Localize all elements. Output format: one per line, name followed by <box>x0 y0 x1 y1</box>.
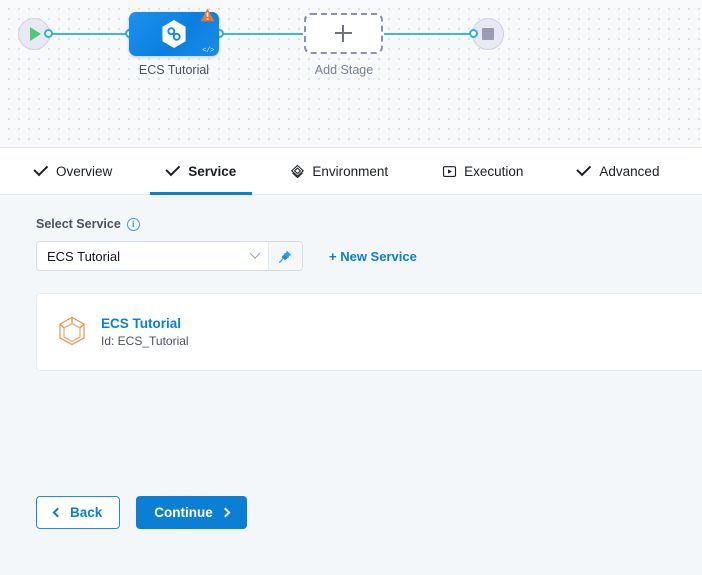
check-icon <box>165 161 181 179</box>
add-stage-label: Add Stage <box>314 63 374 77</box>
chevron-down-icon <box>249 247 261 259</box>
info-icon[interactable]: i <box>126 217 140 231</box>
continue-button[interactable]: Continue <box>136 496 247 529</box>
edge-stage-to-add <box>223 33 303 35</box>
pipeline-canvas[interactable]: </> ECS Tutorial Add Stage <box>0 0 702 148</box>
service-hexagon-icon <box>162 20 186 48</box>
play-icon <box>30 27 41 41</box>
tab-execution-label: Execution <box>464 163 524 179</box>
port-end-in[interactable] <box>469 29 478 38</box>
stage-label-ecs-tutorial: ECS Tutorial <box>138 63 210 77</box>
tab-environment-label: Environment <box>312 163 389 179</box>
tab-service[interactable]: Service <box>150 148 253 195</box>
tab-overview-label: Overview <box>56 163 113 179</box>
edge-start-to-stage <box>47 33 133 35</box>
stage-tabs: Overview Service Environment Execution <box>0 148 702 195</box>
service-select-input[interactable]: ECS Tutorial <box>37 242 268 270</box>
tab-overview[interactable]: Overview <box>18 148 128 194</box>
harness-service-cube-icon <box>59 316 85 346</box>
tab-environment[interactable]: Environment <box>274 148 404 194</box>
edge-add-to-end <box>384 33 470 35</box>
chevron-right-icon <box>220 507 231 518</box>
service-select[interactable]: ECS Tutorial <box>36 241 303 271</box>
tab-execution[interactable]: Execution <box>426 148 539 194</box>
new-service-link[interactable]: + New Service <box>329 248 417 264</box>
plus-icon <box>335 25 352 42</box>
service-card-text: ECS Tutorial Id: ECS_Tutorial <box>101 315 189 349</box>
check-icon <box>576 161 592 179</box>
pin-icon <box>279 250 292 263</box>
tab-advanced-label: Advanced <box>599 163 660 179</box>
wizard-footer-buttons: Back Continue <box>36 496 247 529</box>
back-button-label: Back <box>70 505 103 520</box>
stop-icon <box>482 28 494 40</box>
tab-advanced[interactable]: Advanced <box>561 148 675 194</box>
service-tab-content: Select Service i ECS Tutorial + New Serv… <box>0 195 702 575</box>
tab-service-label: Service <box>188 163 237 179</box>
select-service-label-row: Select Service i <box>36 217 702 231</box>
continue-button-label: Continue <box>154 505 213 520</box>
service-summary-card[interactable]: ECS Tutorial Id: ECS_Tutorial <box>36 293 702 371</box>
layers-icon <box>290 164 305 179</box>
select-service-label: Select Service <box>36 217 121 231</box>
port-start-out[interactable] <box>44 29 53 38</box>
chevron-left-icon <box>52 507 63 518</box>
back-button[interactable]: Back <box>36 496 121 529</box>
add-stage-node[interactable] <box>304 13 383 54</box>
service-card-id: Id: ECS_Tutorial <box>101 334 189 349</box>
warning-triangle-icon[interactable] <box>200 8 215 22</box>
service-select-row: ECS Tutorial + New Service <box>36 241 702 271</box>
stage-node-ecs-tutorial[interactable]: </> <box>129 8 219 56</box>
service-card-title[interactable]: ECS Tutorial <box>101 315 182 331</box>
play-box-icon <box>442 164 457 179</box>
code-glyph-icon: </> <box>202 47 214 55</box>
service-select-value: ECS Tutorial <box>47 248 120 264</box>
pin-button[interactable] <box>268 242 302 270</box>
check-icon <box>33 161 49 179</box>
